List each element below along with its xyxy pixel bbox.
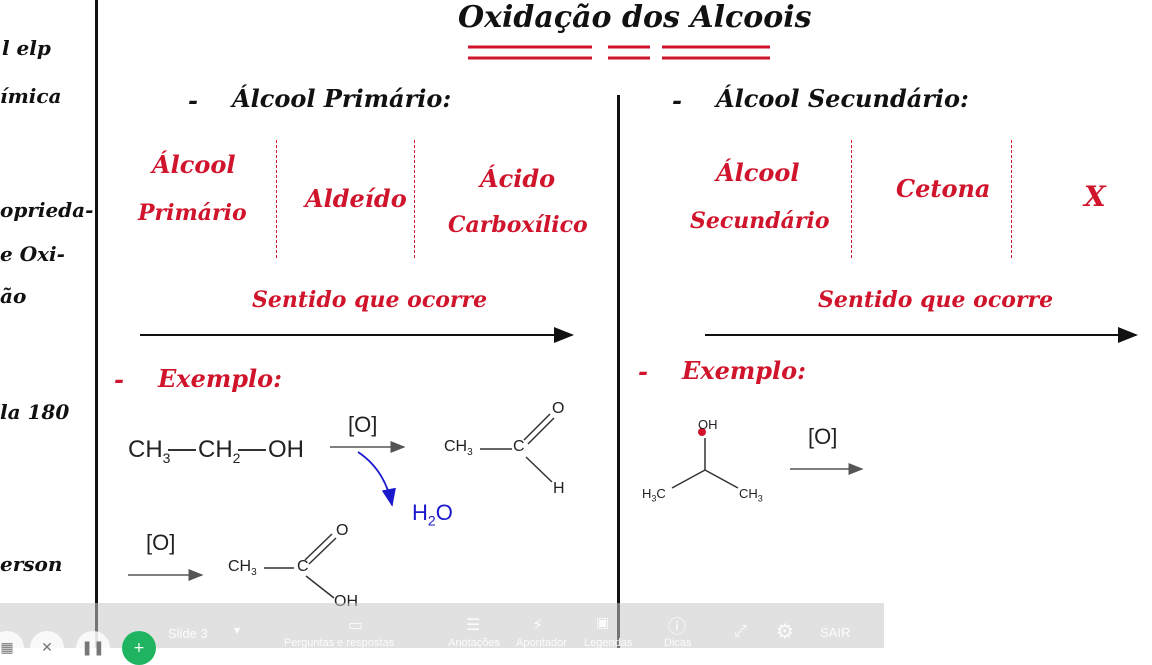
primary-dash-1 xyxy=(276,140,277,258)
primary-col3-line1: Ácido xyxy=(480,164,556,193)
sidebar-fragment-6: la 180 xyxy=(0,400,70,424)
tips-button[interactable]: Dicas xyxy=(664,637,692,649)
primary-col3-line2: Carboxílico xyxy=(448,212,588,238)
add-button[interactable]: + xyxy=(122,631,156,665)
secondary-col2: Cetona xyxy=(896,174,991,203)
primary-direction-label: Sentido que ocorre xyxy=(252,287,488,313)
slide-selector[interactable]: Slide 3 xyxy=(168,626,208,641)
water-byproduct: H2O xyxy=(412,500,453,529)
reaction1-oxidant: [O] xyxy=(348,412,378,437)
plus-icon: + xyxy=(133,640,145,656)
sidebar-fragment-2: ímica xyxy=(0,84,62,108)
primary-heading: Álcool Primário: xyxy=(232,84,452,113)
notes-button[interactable]: Anotações xyxy=(448,637,500,649)
secondary-example-bullet: - xyxy=(638,357,648,386)
water-release-arrow xyxy=(357,451,396,507)
pause-button[interactable]: ❚❚ xyxy=(76,631,110,665)
notes-icon[interactable]: ☰ xyxy=(466,615,481,634)
secondary-heading: Álcool Secundário: xyxy=(716,84,969,113)
reaction3-left-ch3: H3C xyxy=(642,486,666,504)
chat-icon[interactable]: ▭ xyxy=(348,615,364,634)
presentation-toolbar: ▦ ✕ ❚❚ + Slide 3 ▾ ▭ Perguntas e respost… xyxy=(0,603,884,665)
pause-icon: ❚❚ xyxy=(81,640,105,656)
primary-dash-2 xyxy=(414,140,415,258)
secondary-dash-2 xyxy=(1011,140,1012,258)
sidebar-fragment-7: erson xyxy=(0,552,63,576)
exit-button[interactable]: SAIR xyxy=(820,625,851,640)
reaction2-product-o: O xyxy=(336,522,349,539)
reaction1-oh: OH xyxy=(268,436,304,463)
menu-button[interactable]: ▦ xyxy=(0,631,24,665)
column-divider xyxy=(617,95,620,648)
subtitles-icon[interactable]: ▣ xyxy=(596,615,610,631)
reaction1-ch3: CH3 xyxy=(128,436,171,466)
reaction1-ch2: CH2 xyxy=(198,436,241,466)
reaction1-product-h: H xyxy=(553,480,565,497)
secondary-heading-bullet: - xyxy=(672,86,682,115)
fullscreen-icon[interactable]: ⤢ xyxy=(734,621,747,640)
reaction3-right-ch3: CH3 xyxy=(739,486,763,504)
primary-col2: Aldeído xyxy=(305,184,407,213)
reaction2-product-c: C xyxy=(297,558,309,575)
reaction1-product-c: C xyxy=(513,438,525,455)
grid-icon: ▦ xyxy=(0,640,14,656)
secondary-example-label: Exemplo: xyxy=(682,356,807,385)
secondary-col1-line2: Secundário xyxy=(690,208,830,234)
primary-example-bullet: - xyxy=(114,365,124,394)
primary-example-label: Exemplo: xyxy=(158,364,283,393)
pointer-icon[interactable]: ⚡ xyxy=(532,615,544,634)
close-button[interactable]: ✕ xyxy=(30,631,64,665)
sidebar-fragment-4: e Oxi- xyxy=(0,242,65,266)
close-icon: ✕ xyxy=(41,640,53,656)
reaction1-product-ch3: CH3 xyxy=(444,438,473,459)
sidebar-fragment-1: l elp xyxy=(2,36,51,60)
primary-col1-line2: Primário xyxy=(138,200,247,226)
secondary-dash-1 xyxy=(851,140,852,258)
info-icon[interactable]: ⓘ xyxy=(668,617,686,638)
reaction1-product-o: O xyxy=(552,400,565,417)
secondary-direction-label: Sentido que ocorre xyxy=(818,287,1054,313)
sidebar-border xyxy=(95,0,98,648)
pointer-button[interactable]: Apontador xyxy=(516,637,567,649)
sidebar-fragment-5: ão xyxy=(0,284,27,308)
questions-button[interactable]: Perguntas e respostas xyxy=(284,637,395,649)
subtitles-button[interactable]: Legendas xyxy=(584,637,633,649)
reaction2-product-ch3: CH3 xyxy=(228,558,257,579)
gear-icon[interactable]: ⚙ xyxy=(776,619,794,643)
oh-highlight-dot xyxy=(698,428,706,436)
diagram-lines xyxy=(128,45,1138,599)
primary-col1-line1: Álcool xyxy=(152,150,236,179)
reaction3-oxidant: [O] xyxy=(808,424,838,449)
chevron-down-icon[interactable]: ▾ xyxy=(234,623,241,637)
reaction3-oh: OH xyxy=(698,417,718,432)
secondary-col3: X xyxy=(1084,180,1106,213)
title-underline xyxy=(468,45,770,60)
page-title: Oxidação dos Alcoois xyxy=(458,0,812,35)
reaction2-oxidant: [O] xyxy=(146,530,176,555)
secondary-col1-line1: Álcool xyxy=(716,158,800,187)
sidebar-fragment-3: oprieda- xyxy=(0,198,94,222)
primary-heading-bullet: - xyxy=(188,86,198,115)
